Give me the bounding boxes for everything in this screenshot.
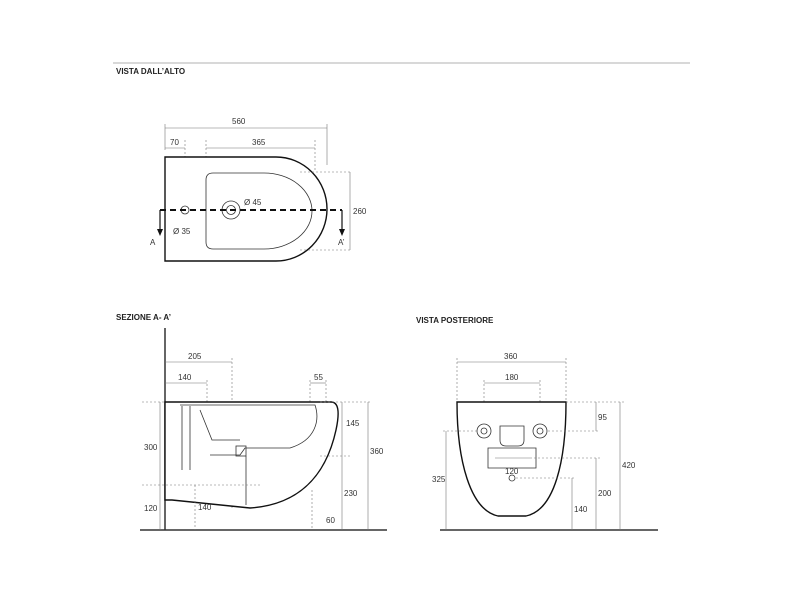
dim-145: 145 <box>346 419 360 428</box>
top-view-title: VISTA DALL’ALTO <box>116 67 185 76</box>
recess-top <box>499 425 525 447</box>
section-label-a: A <box>150 238 156 247</box>
dim-205: 205 <box>188 352 202 361</box>
dim-rear-95: 95 <box>598 413 607 422</box>
dim-rear-180: 180 <box>505 373 519 382</box>
dim-70: 70 <box>170 138 179 147</box>
section-view-title: SEZIONE A- A’ <box>116 313 171 322</box>
waste-outlet <box>235 445 247 457</box>
dim-rear-420: 420 <box>622 461 636 470</box>
dim-rear-200: 200 <box>598 489 612 498</box>
dim-300: 300 <box>144 443 158 452</box>
arrow-left <box>157 229 163 236</box>
bowl-outline-top <box>205 172 313 250</box>
fixing-hole-left-inner <box>480 427 488 435</box>
top-view: VISTA DALL’ALTO 560 70 365 260 Ø 45 Ø 35 <box>116 67 367 262</box>
bidet-outline-rear <box>456 401 567 517</box>
rear-view: VISTA POSTERIORE 360 180 120 95 <box>416 316 658 531</box>
bowl-inner-section <box>180 404 318 456</box>
section-view: SEZIONE A- A’ 205 140 55 145 360 230 <box>116 313 387 531</box>
dim-tap-hole: Ø 45 <box>244 198 262 207</box>
waste-hole-rear <box>508 474 516 482</box>
recess-mid <box>487 447 537 469</box>
dim-260: 260 <box>353 207 367 216</box>
dim-fixing-hole: Ø 35 <box>173 227 191 236</box>
arrow-right <box>339 229 345 236</box>
dim-rear-140: 140 <box>574 505 588 514</box>
dim-rear-360: 360 <box>504 352 518 361</box>
dim-rear-120: 120 <box>505 467 519 476</box>
dim-230: 230 <box>344 489 358 498</box>
fixing-hole-right <box>532 423 548 439</box>
dim-60: 60 <box>326 516 335 525</box>
section-label-a-prime: A’ <box>338 238 345 247</box>
dim-rear-325: 325 <box>432 475 446 484</box>
dim-560: 560 <box>232 117 246 126</box>
dim-140-top: 140 <box>178 373 192 382</box>
rear-view-title: VISTA POSTERIORE <box>416 316 494 325</box>
waste-channel <box>181 406 240 470</box>
dim-360: 360 <box>370 447 384 456</box>
dim-365: 365 <box>252 138 266 147</box>
dim-55: 55 <box>314 373 323 382</box>
bidet-outline-section <box>164 401 339 509</box>
fixing-hole-right-inner <box>536 427 544 435</box>
dim-140-bottom: 140 <box>198 503 212 512</box>
dim-120: 120 <box>144 504 158 513</box>
